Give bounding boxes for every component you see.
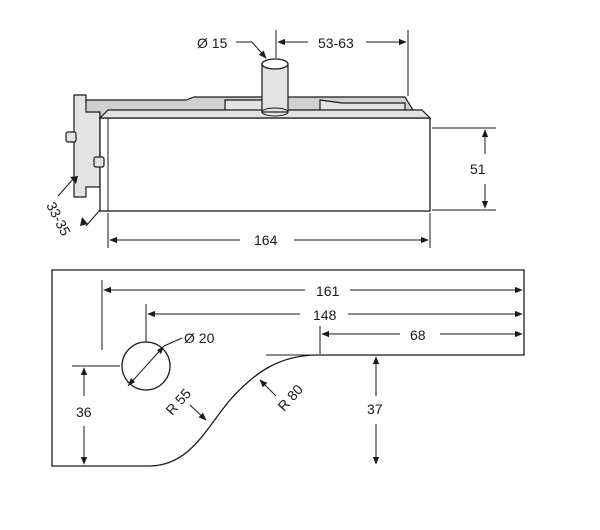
side-depth-label: 33-35 (43, 199, 74, 238)
pivot-pin (261, 63, 289, 113)
hinge-body-view (65, 58, 432, 212)
pivot-pin-top (261, 58, 289, 70)
hole-offset-label: 148 (313, 307, 337, 323)
body-height-label: 51 (470, 161, 486, 177)
left-height-label: 36 (76, 404, 92, 420)
curve-offset-dimension: 68 (319, 326, 523, 354)
pin-offset-label: 53-63 (318, 35, 354, 51)
plate-outline (51, 269, 525, 467)
plate-length-label: 161 (316, 283, 340, 299)
left-height-dimension: 36 (72, 365, 120, 465)
radius-large-label: R 80 (274, 381, 306, 414)
curve-offset-label: 68 (410, 327, 426, 343)
body-length-dimension: 164 (107, 213, 431, 248)
radius-large-dimension: R 80 (259, 379, 306, 414)
right-height-dimension: 37 (266, 354, 392, 465)
body-height-dimension: 51 (432, 127, 496, 211)
front-body (99, 117, 431, 212)
radius-small-dimension: R 55 (162, 385, 207, 421)
right-height-label: 37 (367, 401, 383, 417)
pin-diameter-label: Ø 15 (197, 35, 228, 51)
front-body-top-edge (98, 109, 432, 119)
body-length-label: 164 (254, 232, 278, 248)
screw-top (65, 131, 77, 143)
plate-length-dimension: 161 (101, 280, 523, 350)
screw-bottom (93, 156, 105, 168)
plate-view: Ø 20 (51, 269, 525, 467)
hole-diameter-label: Ø 20 (184, 330, 215, 346)
radius-small-label: R 55 (162, 385, 194, 418)
hole-offset-dimension: 148 (145, 304, 523, 342)
pin-diameter-dimension: Ø 15 (197, 35, 267, 59)
pin-offset-dimension: 53-63 (275, 30, 409, 96)
